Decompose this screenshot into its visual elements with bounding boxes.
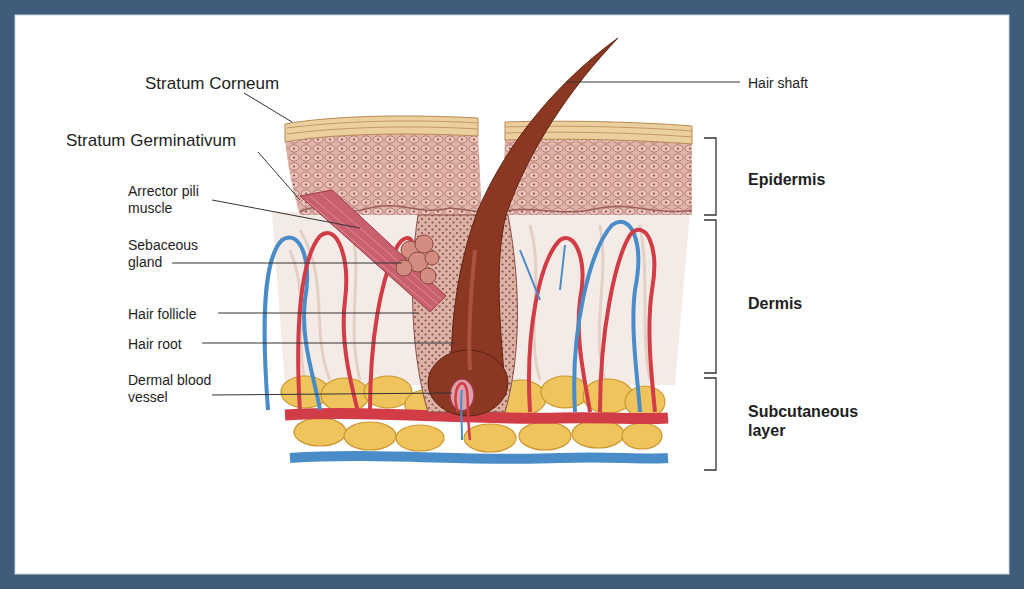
dermal-vessel-loops <box>298 233 358 412</box>
epidermis-layer <box>287 121 692 137</box>
part-label: Sebaceous gland <box>128 237 223 271</box>
part-label: Hair follicle <box>128 306 196 323</box>
fat-lobules <box>541 376 589 408</box>
main-vessels <box>290 456 668 459</box>
part-label: Hair shaft <box>748 75 808 92</box>
dermal-vessel-loops <box>529 238 590 412</box>
hair <box>451 38 618 395</box>
sebaceous-gland <box>415 235 433 253</box>
fat-lobules <box>321 378 369 412</box>
sebaceous-gland <box>396 260 412 276</box>
part-label: Dermal blood vessel <box>128 372 246 406</box>
hair <box>456 383 470 440</box>
sebaceous-gland <box>396 235 439 284</box>
fat-lobules <box>464 424 516 452</box>
layer-brackets <box>704 138 716 215</box>
part-label: Arrector pili muscle <box>128 183 206 217</box>
leader-lines <box>218 313 418 314</box>
hair <box>428 38 618 440</box>
fat-lobules <box>396 425 444 451</box>
arrector-pili-muscle <box>306 193 442 308</box>
dermal-vessel-loops <box>600 230 655 412</box>
epidermis-layer <box>285 116 478 142</box>
layer-name: Dermis <box>748 294 802 313</box>
sebaceous-gland <box>425 251 439 265</box>
arrector-pili-muscle <box>300 190 446 312</box>
hair <box>469 250 475 370</box>
layer-label: Stratum Corneum <box>145 74 279 94</box>
leader-lines <box>202 343 455 344</box>
dermal-vessel-loops <box>520 245 565 300</box>
leader-lines <box>244 93 292 122</box>
hair <box>460 390 463 440</box>
arrector-pili-muscle <box>300 190 446 312</box>
fat-lobules <box>519 422 571 450</box>
white-panel <box>15 15 1009 574</box>
leader-lines <box>212 393 452 395</box>
fat-lobules <box>622 423 662 449</box>
layer-brackets <box>704 138 716 470</box>
fat-lobules <box>572 420 624 448</box>
leader-lines <box>212 200 360 228</box>
layer-brackets <box>704 378 716 470</box>
layer-brackets <box>704 220 716 373</box>
main-vessels <box>285 414 668 459</box>
leader-lines <box>258 152 300 200</box>
layer-label: Stratum Germinativum <box>66 131 236 151</box>
fat-lobules <box>294 418 346 446</box>
layer-name: Epidermis <box>748 170 825 189</box>
leader-lines <box>172 82 740 395</box>
fat-lobules <box>344 422 396 450</box>
leader-lines <box>172 263 402 264</box>
leader-lines <box>566 82 740 83</box>
sebaceous-gland <box>420 268 436 284</box>
layer-name: Subcutaneous layer <box>748 402 888 440</box>
part-label: Hair root <box>128 336 182 353</box>
